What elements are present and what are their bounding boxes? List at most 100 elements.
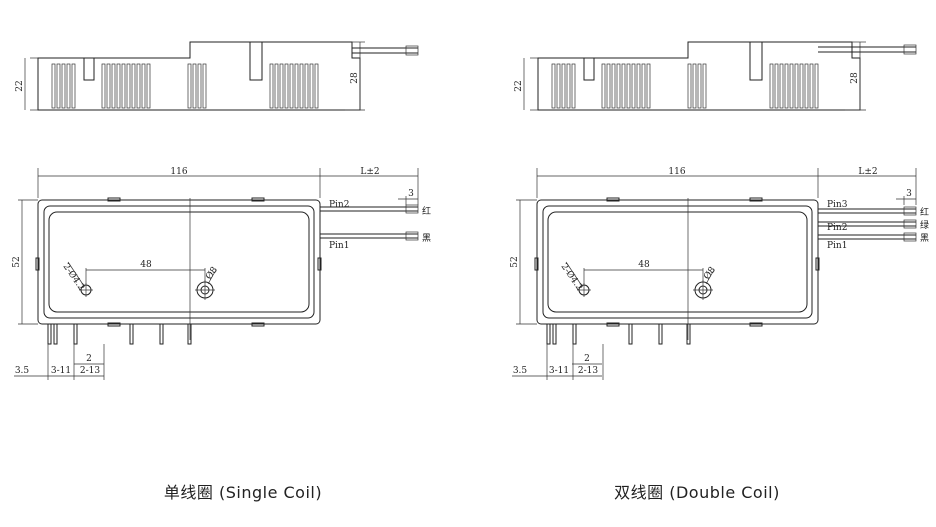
- side-height-label-2: 22: [514, 80, 524, 91]
- heatsink-fin: [561, 63, 566, 109]
- width-label-2: 52: [510, 256, 520, 267]
- pitch-c-label-2: 2: [584, 354, 590, 364]
- heatsink-fin: [799, 63, 804, 109]
- heatsink-fin: [314, 63, 319, 109]
- side-view-2: 22 28: [514, 41, 917, 111]
- heatsink-fin: [601, 63, 606, 109]
- side-height-label: 22: [15, 80, 25, 91]
- hole-spacing-label-2: 48: [638, 260, 650, 270]
- terminal-pin: [686, 323, 691, 345]
- pitch-a-label: 3.5: [15, 366, 30, 376]
- heatsink-fin: [687, 63, 692, 109]
- heatsink-fin: [551, 63, 556, 109]
- heatsink-fin: [106, 63, 111, 109]
- heatsink-fin: [621, 63, 626, 109]
- terminal-pin: [47, 323, 52, 345]
- heatsink-fin: [289, 63, 294, 109]
- heatsink-fin: [309, 63, 314, 109]
- pitch-b-label: 3-11: [51, 366, 71, 376]
- pitch-a-label-2: 3.5: [513, 366, 528, 376]
- hole-spacing-label: 48: [140, 260, 152, 270]
- heatsink-fin: [692, 63, 697, 109]
- heatsink-fin: [66, 63, 71, 109]
- heatsink-fin: [121, 63, 126, 109]
- terminal-pin: [53, 323, 58, 345]
- lead-end-label: 3: [408, 189, 414, 199]
- heatsink-fin: [774, 63, 779, 109]
- side-view: 22 28: [15, 41, 419, 111]
- heatsink-fin: [146, 63, 151, 109]
- terminal-pin: [159, 323, 164, 345]
- heatsink-fin: [274, 63, 279, 109]
- double-coil-caption: 双线圈 (Double Coil): [614, 483, 780, 502]
- heatsink-fin: [646, 63, 651, 109]
- wire-color-green: 绿: [920, 219, 929, 231]
- terminal-pin: [129, 323, 134, 345]
- heatsink-fin: [571, 63, 576, 109]
- heatsink-fin: [794, 63, 799, 109]
- heatsink-fin: [126, 63, 131, 109]
- wire-color-red-2: 红: [920, 206, 929, 218]
- terminal-pin: [658, 323, 663, 345]
- heatsink-fin: [279, 63, 284, 109]
- pin-1-label: Pin1: [329, 241, 349, 251]
- heatsink-fin: [269, 63, 274, 109]
- heatsink-fin: [702, 63, 707, 109]
- wire-color-red: 红: [422, 205, 431, 217]
- heatsink-fin: [611, 63, 616, 109]
- heatsink-fin: [606, 63, 611, 109]
- length-label-2: 116: [668, 167, 685, 177]
- heatsink-fin: [141, 63, 146, 109]
- heatsink-fin: [779, 63, 784, 109]
- pin-1-label-2: Pin1: [827, 241, 847, 251]
- pin-2-label: Pin2: [329, 200, 349, 210]
- heatsink-fin: [192, 63, 197, 109]
- heatsink-fin: [284, 63, 289, 109]
- mount-slot: [83, 57, 95, 81]
- mount-slot: [249, 41, 263, 81]
- heatsink-fin: [294, 63, 299, 109]
- heatsink-fin: [111, 63, 116, 109]
- small-hole-label-2: 2-Ø4.2: [559, 261, 585, 292]
- length-label: 116: [170, 167, 187, 177]
- total-height-label-2: 28: [850, 72, 860, 84]
- heatsink-fin: [814, 63, 819, 109]
- pin-3-label: Pin3: [827, 200, 848, 210]
- heatsink-fin: [697, 63, 702, 109]
- terminal-pin: [572, 323, 577, 345]
- terminal-pin: [546, 323, 551, 345]
- heatsink-fin: [101, 63, 106, 109]
- heatsink-fin: [131, 63, 136, 109]
- terminal-pin: [73, 323, 78, 345]
- heatsink-fin: [299, 63, 304, 109]
- heatsink-fin: [616, 63, 621, 109]
- heatsink-fin: [556, 63, 561, 109]
- heatsink-fin: [187, 63, 192, 109]
- heatsink-fin: [631, 63, 636, 109]
- pitch-b-label-2: 3-11: [549, 366, 569, 376]
- heatsink-fin: [804, 63, 809, 109]
- pin-2-label-2: Pin2: [827, 223, 847, 233]
- heatsink-fin: [636, 63, 641, 109]
- heatsink-fin: [809, 63, 814, 109]
- lead-length-label-2: L±2: [858, 167, 877, 177]
- mount-slot: [583, 57, 595, 81]
- heatsink-fin: [197, 63, 202, 109]
- heatsink-fin: [116, 63, 121, 109]
- heatsink-fin: [51, 63, 56, 109]
- pitch-c-label: 2: [86, 354, 92, 364]
- single-coil-drawing: 22 28 116 L±2 3: [12, 41, 431, 502]
- heatsink-fin: [304, 63, 309, 109]
- large-hole-label-2: Ø8: [701, 264, 718, 281]
- heatsink-fin: [56, 63, 61, 109]
- heatsink-fin: [566, 63, 571, 109]
- mount-slot: [749, 41, 763, 81]
- pitch-d-label: 2-13: [80, 366, 100, 376]
- terminal-pin: [187, 323, 192, 345]
- single-coil-caption: 单线圈 (Single Coil): [164, 483, 322, 502]
- heatsink-fin: [626, 63, 631, 109]
- heatsink-fin: [641, 63, 646, 109]
- heatsink-fin: [136, 63, 141, 109]
- heatsink-fin: [71, 63, 76, 109]
